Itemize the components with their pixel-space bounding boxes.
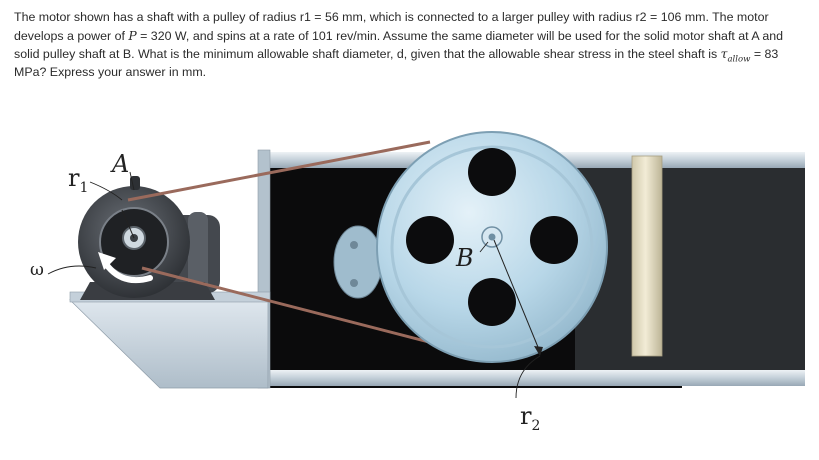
coupling-hub — [333, 225, 383, 299]
label-r1: r1 — [68, 166, 88, 195]
motor-fin — [188, 212, 208, 296]
r1-leader — [89, 181, 123, 201]
large-pulley-inner — [390, 145, 594, 349]
label-r1-letter: r — [68, 164, 80, 192]
label-a: A — [112, 150, 130, 178]
motor-base — [69, 299, 269, 389]
roller — [631, 155, 663, 357]
problem-statement: The motor shown has a shaft with a pulle… — [14, 9, 806, 81]
pulley-hole — [468, 148, 516, 196]
tau-symbol: τ — [720, 46, 728, 61]
frame-interior-right — [575, 160, 805, 382]
label-b: B — [456, 244, 474, 272]
problem-text-part2: = 320 W, and spins at a rate of 101 rev/… — [14, 28, 784, 62]
coupling-bolt — [350, 279, 358, 287]
belt-top — [127, 140, 431, 202]
pulley-hole — [406, 216, 454, 264]
motor-top-knob — [130, 176, 140, 190]
label-r2: r2 — [520, 404, 540, 433]
r1-arrow — [121, 209, 135, 239]
omega-arrowhead — [98, 252, 116, 270]
label-r2-letter: r — [520, 402, 532, 430]
problem-text-part1: The motor shown has a shaft with a pulle… — [14, 10, 769, 43]
power-symbol: P — [128, 27, 137, 43]
a-leader — [129, 171, 135, 191]
problem-text-part3: = 83 MPa? Express your answer in mm. — [14, 47, 779, 79]
frame-bottom-rail — [262, 370, 805, 386]
tau-subscript: allow — [727, 54, 751, 65]
omega-rotation-arrow — [103, 261, 153, 284]
label-omega: ω — [30, 260, 44, 280]
b-leader — [479, 241, 489, 253]
label-r1-subscript: 1 — [79, 179, 89, 196]
pulley-hole — [468, 278, 516, 326]
omega-leader — [47, 265, 97, 275]
r2-arrowhead — [534, 346, 543, 356]
pulley-hub-center — [488, 233, 496, 241]
r2-arrow — [493, 239, 541, 353]
label-r2-subscript: 2 — [531, 417, 541, 434]
coupling-bolt — [350, 241, 358, 249]
pulley-hole — [530, 216, 578, 264]
r2-leader — [515, 355, 541, 399]
belt-bottom — [141, 266, 461, 352]
